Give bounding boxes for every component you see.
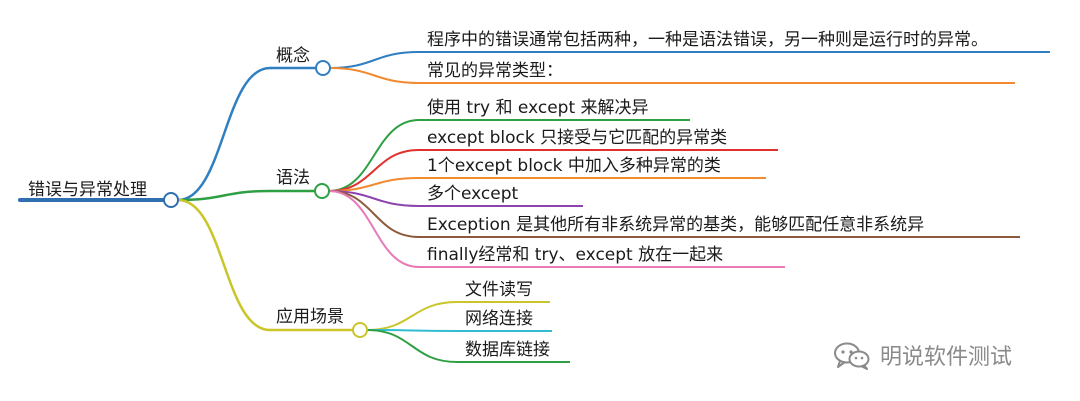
edge-root-syntax <box>176 189 272 202</box>
child-label-concept-0: 程序中的错误通常包括两种，一种是语法错误，另一种则是运行时的异常。 <box>427 30 988 50</box>
branch-node-scenarios <box>352 322 368 338</box>
child-label-scenarios-2: 数据库链接 <box>465 340 550 360</box>
watermark-text: 明说软件测试 <box>880 345 1013 370</box>
branch-node-syntax <box>314 183 330 199</box>
edge-scenarios-child-0 <box>366 301 458 331</box>
edge-syntax-child-1 <box>328 149 420 192</box>
edge-root-concept <box>176 66 272 202</box>
child-label-syntax-5: finally经常和 try、except 放在一起来 <box>427 245 724 265</box>
edge-syntax-child-5 <box>328 190 420 268</box>
child-label-syntax-1: except block 只接受与它匹配的异常类 <box>427 128 728 148</box>
branch-node-concept <box>315 60 331 76</box>
branch-label-syntax: 语法 <box>276 168 310 188</box>
edge-root-scenarios <box>176 198 272 332</box>
edge-scenarios-child-2 <box>366 329 458 363</box>
wechat-icon <box>834 342 870 370</box>
child-label-syntax-3: 多个except <box>427 184 519 204</box>
branch-label-concept: 概念 <box>276 46 310 66</box>
child-label-syntax-4: Exception 是其他所有非系统异常的基类，能够匹配任意非系统异 <box>427 215 925 235</box>
child-label-scenarios-1: 网络连接 <box>465 309 533 329</box>
edge-concept-child-0 <box>329 51 420 69</box>
child-label-syntax-0: 使用 try 和 except 来解决异 <box>427 98 649 118</box>
watermark: 明说软件测试 <box>832 338 1012 372</box>
edge-syntax-child-0 <box>328 119 420 192</box>
root-node-label: 错误与异常处理 <box>28 180 147 200</box>
root-node <box>163 192 179 208</box>
child-label-concept-1: 常见的异常类型： <box>427 61 563 81</box>
child-label-scenarios-0: 文件读写 <box>465 280 533 300</box>
child-label-syntax-2: 1个except block 中加入多种异常的类 <box>427 156 721 176</box>
branch-label-scenarios: 应用场景 <box>276 307 344 327</box>
edge-concept-child-1 <box>329 67 420 84</box>
